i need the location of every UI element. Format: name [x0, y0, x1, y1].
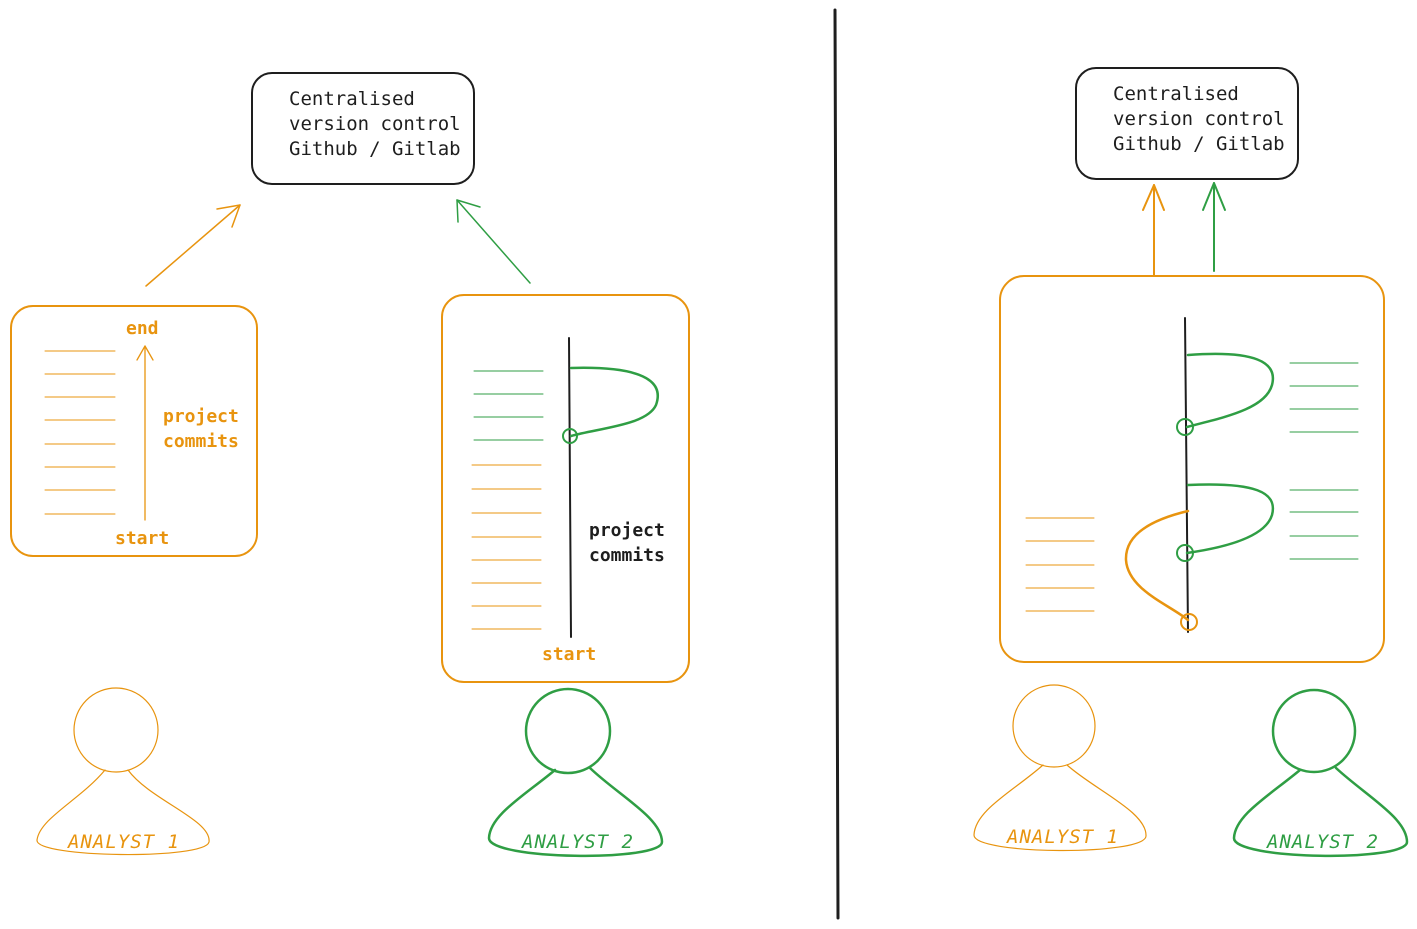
right-green-commit-lines-bottom	[1289, 489, 1359, 560]
right-green-branch-bottom	[1185, 483, 1275, 555]
left-vcs-box	[251, 72, 475, 185]
right-green-merge-bottom	[1176, 544, 1194, 562]
box2-commits-label-line1: project	[589, 520, 665, 541]
box2-feature-branch	[569, 366, 659, 438]
box1-commits-label-line2: commits	[163, 431, 239, 452]
panel-divider	[833, 8, 840, 920]
right-shared-commit-box	[999, 275, 1385, 663]
right-green-arrow	[1202, 182, 1226, 272]
right-analyst1-label: ANALYST 1	[1007, 826, 1119, 848]
right-vcs-line-1: Centralised	[1113, 83, 1239, 105]
right-vcs-line-3: Github / Gitlab	[1113, 133, 1285, 155]
left-analyst1-figure	[36, 687, 210, 856]
left-commit-box-analyst1	[10, 305, 258, 557]
right-orange-arrow	[1142, 184, 1165, 276]
right-orange-merge-point	[1180, 613, 1198, 631]
right-orange-commit-lines	[1025, 517, 1095, 612]
left-vcs-line-2: version control	[289, 113, 461, 135]
right-vcs-box	[1075, 67, 1299, 180]
right-analyst2-label: ANALYST 2	[1267, 831, 1379, 853]
box1-commits-label-line1: project	[163, 406, 239, 427]
box1-timeline-arrow	[136, 345, 154, 521]
box2-orange-commit-lines	[471, 464, 542, 630]
left-commit-box-analyst2	[441, 294, 690, 683]
box1-start-label: start	[115, 528, 170, 549]
box1-commit-lines	[44, 350, 116, 515]
right-green-commit-lines-top	[1289, 362, 1359, 433]
box2-green-commit-lines	[473, 370, 544, 441]
left-analyst2-label: ANALYST 2	[522, 831, 634, 853]
box2-commits-label-line2: commits	[589, 545, 665, 566]
box2-start-label: start	[542, 644, 597, 665]
box1-end-label: end	[126, 318, 159, 339]
right-vcs-line-2: version control	[1113, 108, 1285, 130]
left-analyst1-label: ANALYST 1	[68, 831, 180, 853]
right-analyst1-figure	[973, 684, 1147, 852]
right-green-merge-top	[1176, 418, 1194, 436]
left-vcs-line-3: Github / Gitlab	[289, 138, 461, 160]
right-orange-branch	[1124, 509, 1190, 622]
right-green-branch-top	[1185, 352, 1275, 429]
left-orange-arrow	[145, 204, 241, 287]
box2-merge-point	[562, 428, 578, 444]
right-main-branch-line	[1184, 317, 1189, 633]
left-green-arrow	[456, 199, 531, 284]
box2-main-branch-line	[568, 337, 572, 638]
right-analyst2-figure	[1232, 688, 1409, 858]
left-analyst2-figure	[487, 687, 664, 858]
left-vcs-line-1: Centralised	[289, 88, 415, 110]
